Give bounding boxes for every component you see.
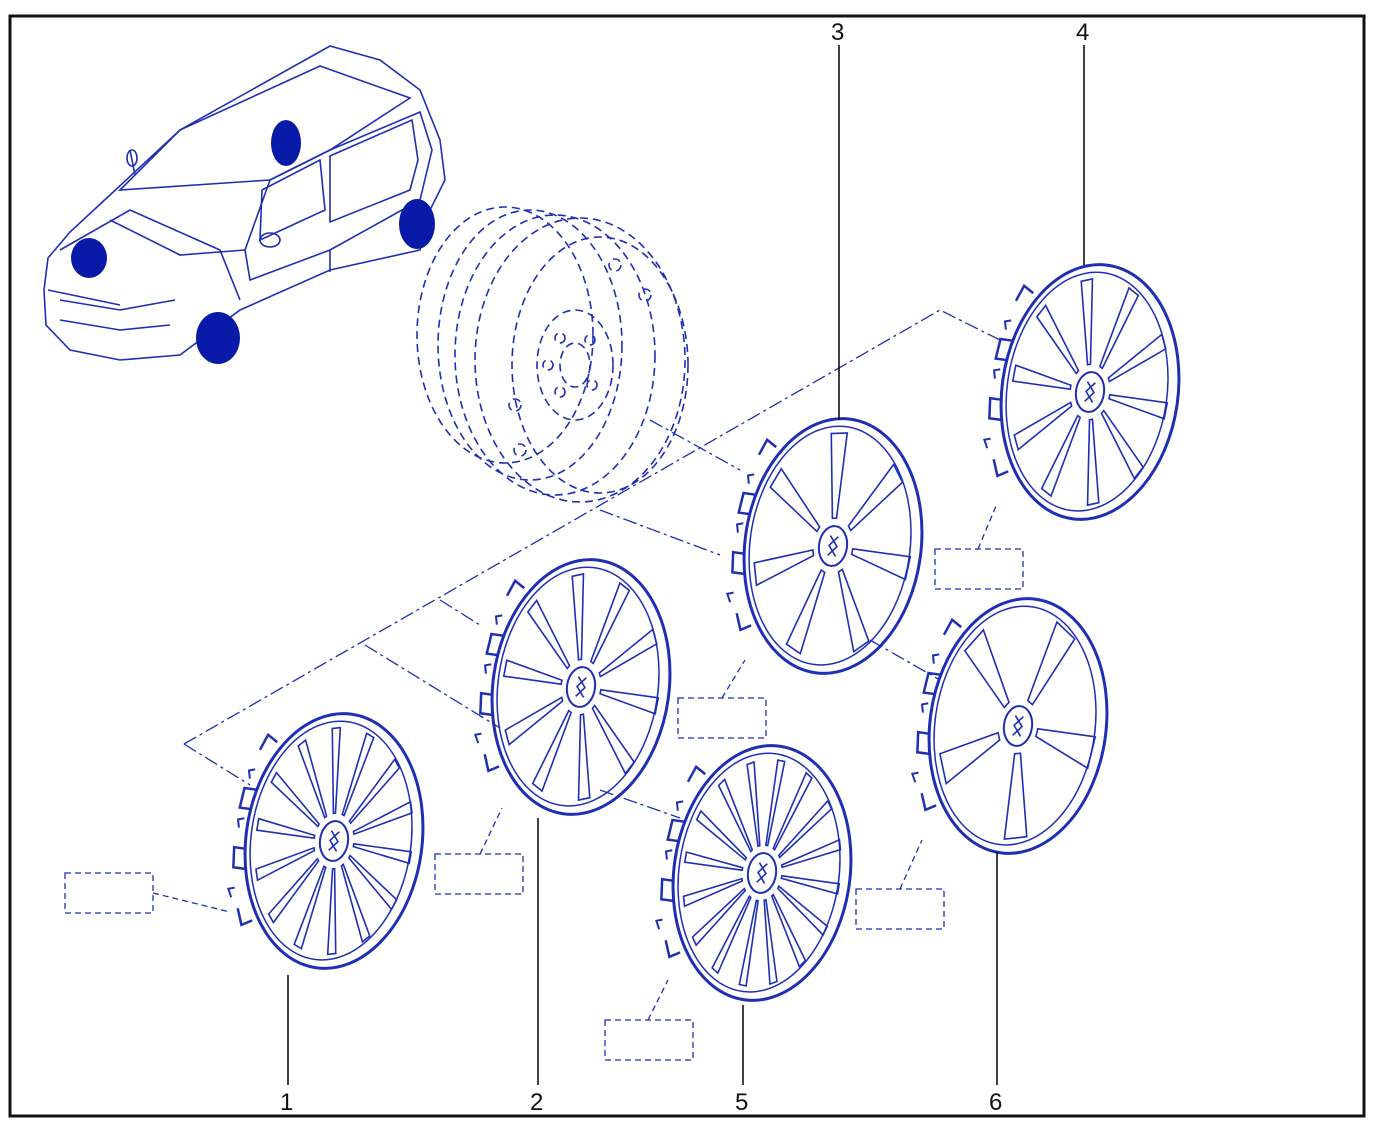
hubcap-spoke (682, 877, 744, 908)
hubcap-spoke (746, 760, 761, 848)
hubcap-spoke (1098, 286, 1140, 370)
hubcap-spoke (577, 713, 591, 802)
hubcap-spoke (293, 865, 327, 950)
hubcap-spoke (1107, 333, 1167, 383)
diagram-frame (8, 14, 1366, 1118)
hubcap-spoke (683, 851, 744, 872)
label-placeholders (64, 505, 1024, 1061)
callout-5: 5 (735, 1089, 748, 1116)
hubcap-spoke (785, 568, 826, 655)
hubcap-spoke (711, 895, 752, 975)
callout-2: 2 (530, 1089, 543, 1116)
hubcap-spoke (763, 898, 778, 986)
hubcap-spoke (504, 696, 564, 746)
callout-4: 4 (1076, 19, 1089, 46)
hubcap-spoke (502, 659, 563, 686)
hubcap-spoke (1080, 277, 1094, 366)
hubcap-spoke (691, 887, 747, 947)
hubcap-spoke (331, 726, 342, 815)
hubcap-spoke (717, 777, 754, 853)
hubcap-spoke (837, 568, 870, 653)
hubcap-spoke (1034, 727, 1097, 770)
hubcap-spoke (267, 857, 320, 924)
hubcap-spoke (938, 731, 1001, 786)
hubcap-spoke (1026, 620, 1076, 706)
wheel-trim-5[interactable] (645, 731, 869, 1014)
hubcap-spoke (776, 884, 829, 937)
hubcap-spoke (847, 462, 904, 532)
hubcap-spoke (695, 809, 748, 862)
callout-1: 1 (280, 1089, 293, 1116)
hubcap-spoke (1035, 304, 1080, 375)
callout-6: 6 (989, 1089, 1002, 1116)
hubcap-spoke (270, 771, 321, 828)
wheel-trim-1[interactable] (217, 699, 441, 982)
hubcap-spoke (765, 759, 786, 847)
car-highlights (71, 120, 435, 364)
hubcap-spoke (297, 738, 328, 819)
hubcap-spoke (780, 874, 841, 895)
hubcap-spoke (772, 771, 813, 851)
hubcap-spoke (589, 581, 631, 665)
wheel-trim-6[interactable] (901, 584, 1125, 867)
hubcap-spoke (1100, 409, 1145, 480)
wheel-trim-3[interactable] (716, 404, 940, 687)
hubcap-spoke (770, 893, 807, 969)
hubcap-spoke (526, 599, 571, 670)
hubcap-spoke (738, 899, 759, 987)
hubcap-spoke (1108, 393, 1169, 420)
hubcap-spoke (352, 800, 413, 836)
hubcap-spoke (571, 572, 585, 661)
hubcap-spoke (777, 799, 833, 859)
leader-lines (287, 45, 1085, 1085)
hubcap-spoke (352, 842, 413, 865)
hubcap-spoke (599, 688, 660, 715)
hubcap-spoke (598, 628, 658, 678)
hubcap-spoke (591, 704, 636, 775)
hubcap-spoke (753, 549, 815, 587)
hubcap-spoke (780, 838, 842, 869)
steel-wheel (416, 206, 689, 503)
hubcap-spoke (1013, 401, 1073, 451)
hubcap-spoke (531, 709, 573, 793)
wheel-trim-2[interactable] (464, 545, 688, 828)
hubcap-spoke (1003, 752, 1028, 841)
hubcap-spoke (1011, 364, 1072, 391)
hubcap-spoke (255, 846, 316, 882)
hubcap-spoke (341, 732, 375, 817)
hubcap-spoke (340, 863, 371, 944)
hubcap-spoke (326, 867, 337, 956)
hubcap-spoke (769, 467, 821, 533)
car-illustration (43, 45, 446, 361)
hubcap-spoke (963, 628, 1010, 709)
hubcap-spoke (850, 547, 912, 581)
hubcap-spoke (348, 758, 401, 825)
hubcap-spoke (347, 854, 398, 911)
wheel-trim-4[interactable] (973, 250, 1197, 533)
hubcap-spoke (1040, 414, 1082, 498)
callout-3: 3 (831, 19, 844, 46)
hubcap-spoke (830, 432, 849, 520)
hubcap-spoke (1086, 418, 1100, 507)
hubcap-spoke (255, 817, 316, 840)
